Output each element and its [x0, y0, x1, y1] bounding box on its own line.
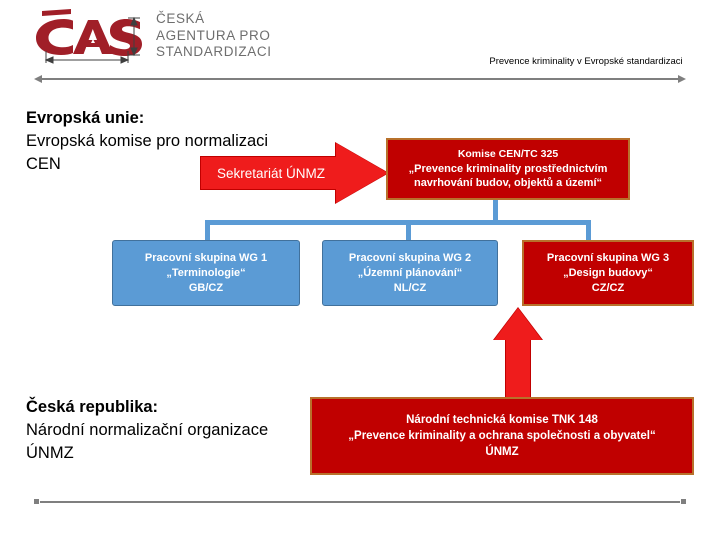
wg1-line3: GB/CZ [188, 281, 224, 294]
top-divider-arrow [34, 72, 686, 86]
wg1-line2: „Terminologie“ [166, 266, 246, 279]
eu-label-line1: Evropská unie: [26, 109, 145, 127]
bottom-divider-cap-left [34, 498, 39, 504]
cen-tc-line2: „Prevence kriminality prostřednictvím [408, 162, 608, 175]
bottom-divider-bar [40, 501, 680, 503]
tnk-box: Národní technická komise TNK 148 „Preven… [310, 397, 694, 475]
connector-drop-wg2 [406, 220, 411, 241]
connector-horizontal [205, 220, 591, 225]
wg1-line1: Pracovní skupina WG 1 [144, 251, 268, 264]
top-divider-bar [40, 78, 680, 80]
tnk-arrow-shaft [505, 336, 531, 402]
connector-vertical-main [493, 200, 498, 222]
eu-label-block: Evropská unie: Evropská komise pro norma… [26, 107, 268, 176]
eu-label-line3: CEN [26, 155, 61, 173]
tnk-line2: „Prevence kriminality a ochrana společno… [348, 430, 656, 442]
secretariat-arrow-tip [336, 143, 388, 203]
working-group-box-wg3: Pracovní skupina WG 3 „Design budovy“ CZ… [522, 240, 694, 306]
cz-label-block: Česká republika: Národní normalizační or… [26, 396, 268, 465]
cen-tc-line1: Komise CEN/TC 325 [457, 148, 559, 161]
cas-logo-line3: STANDARDIZACI [156, 44, 272, 59]
tnk-line3: ÚNMZ [485, 446, 519, 458]
cas-logo-line1: ČESKÁ [156, 11, 205, 26]
cas-logo-text: ČESKÁ AGENTURA PRO STANDARDIZACI [156, 11, 272, 61]
arrow-left-icon [34, 74, 42, 83]
bottom-divider [34, 495, 686, 509]
cz-label-line3: ÚNMZ [26, 444, 74, 462]
cen-tc-box: Komise CEN/TC 325 „Prevence kriminality … [386, 138, 630, 200]
secretariat-arrow: Sekretariát ÚNMZ [200, 142, 389, 204]
wg3-line3: CZ/CZ [591, 281, 625, 294]
wg3-line2: „Design budovy“ [563, 266, 653, 279]
bottom-divider-cap-right [681, 498, 686, 504]
wg2-line2: „Územní plánování“ [357, 266, 463, 279]
wg2-line1: Pracovní skupina WG 2 [348, 251, 472, 264]
cas-logo-line2: AGENTURA PRO [156, 27, 271, 43]
page-title: Prevence kriminality v Evropské standard… [489, 56, 683, 67]
wg3-line1: Pracovní skupina WG 3 [546, 251, 670, 264]
working-group-box-wg1: Pracovní skupina WG 1 „Terminologie“ GB/… [112, 240, 300, 306]
cas-logo-mark [36, 9, 142, 64]
arrow-right-icon [678, 74, 686, 83]
tnk-to-wg-arrow [493, 307, 543, 402]
cas-logo: ČESKÁ AGENTURA PRO STANDARDIZACI [28, 6, 278, 64]
connector-drop-wg1 [205, 220, 210, 241]
cz-label-line1: Česká republika: [26, 398, 159, 416]
eu-label-line2: Evropská komise pro normalizaci [26, 132, 269, 150]
wg2-line3: NL/CZ [393, 281, 427, 294]
cen-tc-line3: navrhování budov, objektů a území“ [413, 177, 603, 190]
working-group-box-wg2: Pracovní skupina WG 2 „Územní plánování“… [322, 240, 498, 306]
connector-drop-wg3 [586, 220, 591, 241]
cz-label-line2: Národní normalizační organizace [26, 421, 269, 439]
secretariat-arrow-label: Sekretariát ÚNMZ [216, 165, 326, 181]
tnk-arrow-tip [494, 308, 542, 340]
secretariat-arrow-shaft [200, 156, 342, 190]
tnk-line1: Národní technická komise TNK 148 [406, 414, 598, 426]
